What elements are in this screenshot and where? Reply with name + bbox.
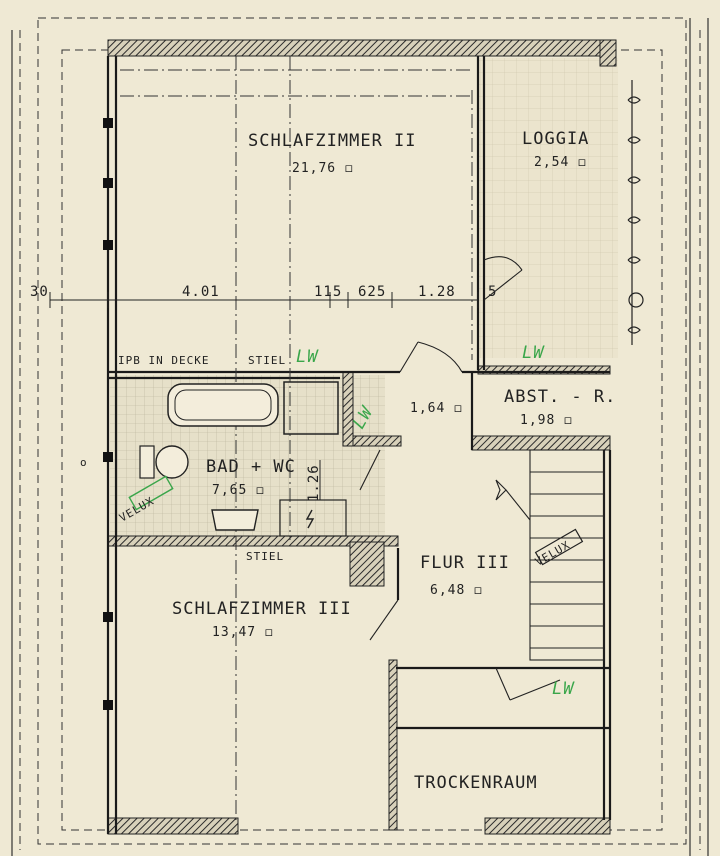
note-lw-1: LW xyxy=(296,347,319,367)
left-wall-windows xyxy=(103,118,113,710)
velux-window-flur xyxy=(534,528,584,566)
loggia-plants xyxy=(627,80,644,345)
door-swings xyxy=(359,256,561,701)
roof-outline xyxy=(19,17,701,850)
note-lw-4: LW xyxy=(552,679,575,699)
velux-window-bath xyxy=(128,475,174,511)
dim-126: 1.26 xyxy=(306,464,322,502)
loggia-floor xyxy=(478,58,618,358)
bathtub-inner xyxy=(174,389,272,421)
dim-30: 30 xyxy=(30,284,49,300)
flur-area: 6,48 ◻ xyxy=(430,583,483,598)
abst-area: 1,98 ◻ xyxy=(520,413,573,428)
dim-115: 115 xyxy=(314,284,342,300)
walls xyxy=(107,39,617,835)
electric-cabinet xyxy=(279,499,347,537)
staircase xyxy=(495,449,605,661)
shower-tray xyxy=(283,381,339,435)
dimension-line xyxy=(49,292,479,500)
construction-lines xyxy=(120,56,473,820)
toilet-bowl xyxy=(155,445,189,479)
toilet-tank xyxy=(139,445,155,479)
schlafzimmer3-name: SCHLAFZIMMER III xyxy=(172,599,352,619)
dim-401: 4.01 xyxy=(182,284,220,300)
dim-128: 1.28 xyxy=(418,284,456,300)
bathtub xyxy=(167,383,279,427)
washbasin xyxy=(211,509,259,531)
closet-area: 1,64 ◻ xyxy=(410,401,463,416)
abst-name: ABST. - R. xyxy=(504,387,616,407)
schlafzimmer2-name: SCHLAFZIMMER II xyxy=(248,131,417,151)
note-ipb: IPB IN DECKE xyxy=(118,354,209,367)
schlafzimmer3-area: 13,47 ◻ xyxy=(212,625,274,640)
dim-625: 625 xyxy=(358,284,386,300)
loggia-name: LOGGIA xyxy=(522,129,589,149)
right-edge-lines xyxy=(11,18,709,856)
dim-5: 5 xyxy=(488,284,497,300)
schlafzimmer2-area: 21,76 ◻ xyxy=(292,161,354,176)
bad-area: 7,65 ◻ xyxy=(212,483,265,498)
loggia-area: 2,54 ◻ xyxy=(534,155,587,170)
lightning-icon xyxy=(305,509,315,529)
trockenraum-name: TROCKENRAUM xyxy=(414,773,538,793)
flur-name: FLUR III xyxy=(420,553,510,573)
note-stiel-top: STIEL xyxy=(248,354,286,367)
note-mark-o: o xyxy=(80,456,88,469)
note-lw-2: LW xyxy=(522,343,545,363)
note-stiel-bottom: STIEL xyxy=(246,550,284,563)
bad-name: BAD + WC xyxy=(206,457,296,477)
